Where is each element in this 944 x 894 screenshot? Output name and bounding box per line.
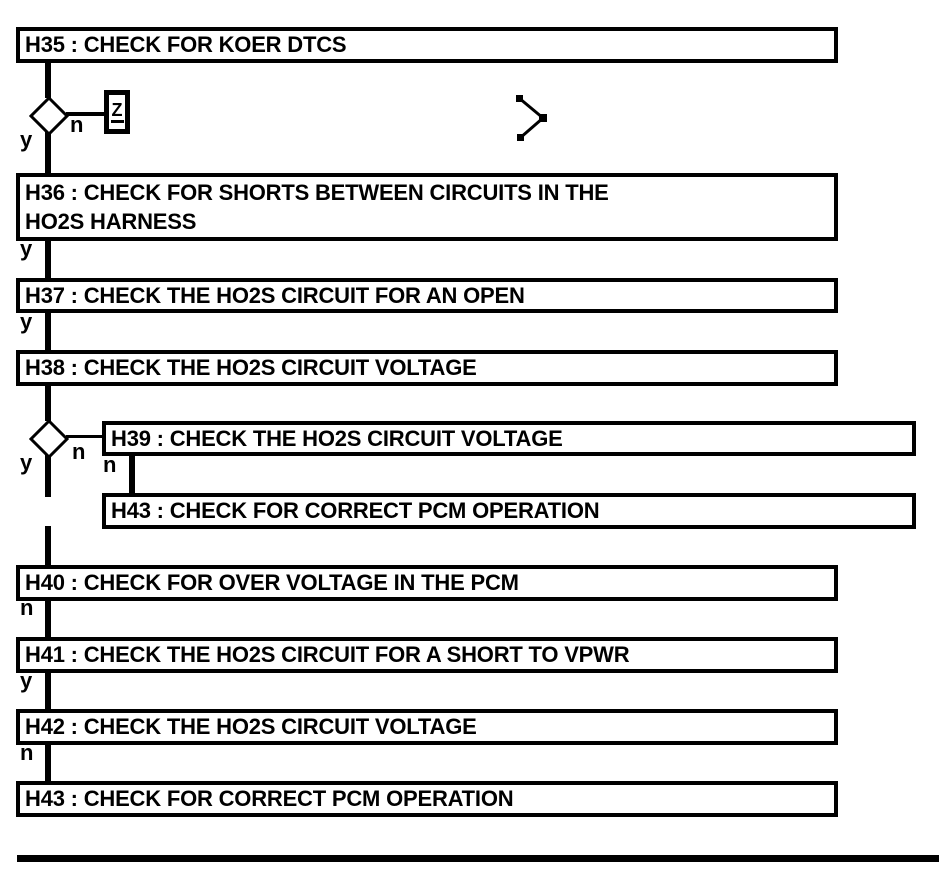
connector-line [129,455,135,494]
connector-line [45,385,51,421]
branch-label-yes: y [20,450,33,475]
branch-label-yes: y [20,668,33,693]
branch-label-no: n [70,112,84,137]
connector-line [45,455,51,497]
flow-node-h42[interactable]: H42 : CHECK THE HO2S CIRCUIT VOLTAGE [16,709,838,745]
connector-line [66,112,104,116]
connector-line [66,435,102,438]
flow-node-h39[interactable]: H39 : CHECK THE HO2S CIRCUIT VOLTAGE [102,421,916,456]
flow-node-h43-upper[interactable]: H43 : CHECK FOR CORRECT PCM OPERATION [102,493,916,529]
connector-line [45,312,51,351]
connector-line [45,240,51,279]
offpage-connector-label: Z [110,101,124,123]
continue-chevron-icon [516,95,547,141]
flow-node-h40[interactable]: H40 : CHECK FOR OVER VOLTAGE IN THE PCM [16,565,838,601]
flow-node-h38[interactable]: H38 : CHECK THE HO2S CIRCUIT VOLTAGE [16,350,838,386]
offpage-connector-z[interactable]: Z [104,90,130,134]
connector-line [45,600,51,638]
branch-label-no: n [20,595,34,620]
flow-node-h37[interactable]: H37 : CHECK THE HO2S CIRCUIT FOR AN OPEN [16,278,838,313]
connector-line [45,62,51,98]
connector-line [45,744,51,782]
connector-line [45,132,51,174]
branch-label-no: n [103,452,117,477]
decision-diamond-icon [29,96,69,136]
connector-line [45,672,51,710]
flow-node-h43-lower[interactable]: H43 : CHECK FOR CORRECT PCM OPERATION [16,781,838,817]
branch-label-yes: y [20,127,33,152]
branch-label-no: n [72,439,86,464]
flow-node-h41[interactable]: H41 : CHECK THE HO2S CIRCUIT FOR A SHORT… [16,637,838,673]
bottom-divider [17,855,939,862]
branch-label-no: n [20,740,34,765]
connector-line [45,526,51,566]
flow-node-h35[interactable]: H35 : CHECK FOR KOER DTCS [16,27,838,63]
decision-diamond-icon [29,419,69,459]
flow-node-h36[interactable]: H36 : CHECK FOR SHORTS BETWEEN CIRCUITS … [16,173,838,241]
branch-label-yes: y [20,236,33,261]
branch-label-yes: y [20,309,33,334]
